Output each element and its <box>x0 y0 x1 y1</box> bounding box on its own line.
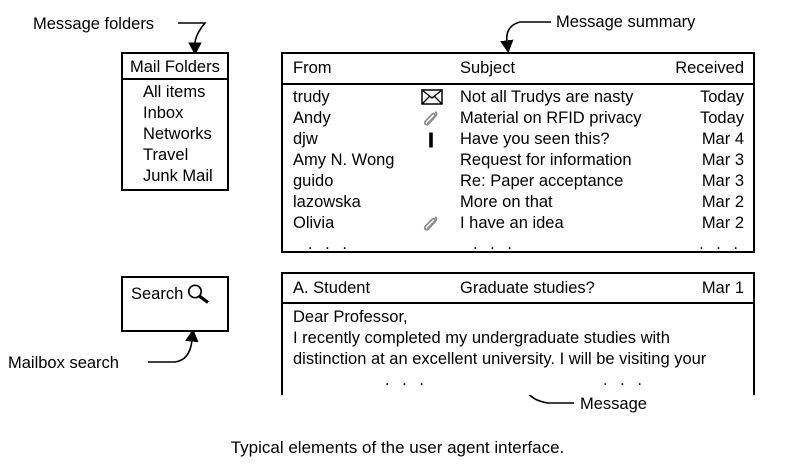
mailbox-search-panel[interactable]: Search <box>121 276 229 332</box>
ellipsis-subject: . . . <box>473 235 516 253</box>
message-body-line: I recently completed my undergraduate st… <box>293 329 670 347</box>
cell-subject: Have you seen this? <box>460 130 610 148</box>
message-received: Mar 1 <box>701 279 744 297</box>
annotation-label-message: Message <box>580 395 647 413</box>
cell-received: Mar 2 <box>701 214 744 232</box>
cell-from: Olivia <box>293 214 335 232</box>
paperclip-icon <box>423 216 438 231</box>
cell-received: Mar 4 <box>701 130 744 148</box>
cell-received: Today <box>699 109 744 127</box>
message-panel: A. Student Graduate studies? Mar 1 Dear … <box>281 272 755 395</box>
mail-folders-list: All items Inbox Networks Travel Junk Mai… <box>123 80 227 187</box>
cell-from: trudy <box>293 88 330 106</box>
cell-icon <box>421 171 461 192</box>
cell-received: Mar 2 <box>701 193 744 211</box>
cell-icon <box>421 192 461 213</box>
column-header-from[interactable]: From <box>293 59 332 77</box>
priority-icon <box>429 132 433 148</box>
paperclip-icon <box>423 111 438 126</box>
cell-icon <box>421 129 461 150</box>
table-row[interactable]: guido Re: Paper acceptance Mar 3 <box>283 171 753 192</box>
cell-received: Mar 3 <box>701 172 744 190</box>
cell-subject: Request for information <box>460 151 632 169</box>
cell-subject: I have an idea <box>460 214 564 232</box>
cell-from: djw <box>293 130 318 148</box>
folder-item-networks[interactable]: Networks <box>143 125 212 143</box>
folder-item-travel[interactable]: Travel <box>143 146 189 164</box>
table-row[interactable]: lazowska More on that Mar 2 <box>283 192 753 213</box>
summary-header-row: From Subject Received <box>283 54 753 85</box>
message-subject: Graduate studies? <box>460 279 595 297</box>
message-summary-panel: From Subject Received trudy Not all Trud… <box>281 52 755 253</box>
table-row[interactable]: djw Have you seen this? Mar 4 <box>283 129 753 150</box>
folder-item-inbox[interactable]: Inbox <box>143 104 184 122</box>
message-body-ellipsis-row: . . . . . . <box>293 370 753 392</box>
ellipsis-received: . . . <box>699 235 742 253</box>
cell-subject: Re: Paper acceptance <box>460 172 624 190</box>
cell-icon <box>421 150 461 171</box>
cell-received: Mar 3 <box>701 151 744 169</box>
envelope-icon <box>421 89 443 105</box>
cell-subject: Material on RFID privacy <box>460 109 642 127</box>
cell-from: Amy N. Wong <box>293 151 395 169</box>
table-row-ellipsis: . . . . . . . . . <box>283 234 753 256</box>
leader-mailbox-search <box>148 328 199 363</box>
mail-folders-title: Mail Folders <box>123 54 227 80</box>
annotation-label-message-summary: Message summary <box>556 13 696 31</box>
message-from: A. Student <box>293 279 371 297</box>
folder-item-junk-mail[interactable]: Junk Mail <box>143 167 213 185</box>
cell-from: Andy <box>293 109 331 127</box>
column-header-received[interactable]: Received <box>675 59 744 77</box>
table-row[interactable]: trudy Not all Trudys are nasty Today <box>283 87 753 108</box>
leader-message-folders <box>178 22 207 56</box>
annotation-label-message-folders: Message folders <box>33 15 155 33</box>
search-label: Search <box>131 285 184 303</box>
search-control[interactable]: Search <box>123 278 227 305</box>
message-body-line: Dear Professor, <box>293 308 408 326</box>
magnifier-icon[interactable] <box>184 283 214 305</box>
folder-item-all-items[interactable]: All items <box>143 83 206 101</box>
column-header-subject[interactable]: Subject <box>460 59 516 77</box>
ellipsis-right: . . . <box>603 371 646 389</box>
ellipsis-from: . . . <box>308 235 351 253</box>
cell-subject: More on that <box>460 193 553 211</box>
figure-caption: Typical elements of the user agent inter… <box>230 438 565 457</box>
cell-subject: Not all Trudys are nasty <box>460 88 634 106</box>
cell-icon <box>421 87 461 108</box>
table-row[interactable]: Olivia I have an idea Mar 2 <box>283 213 753 234</box>
cell-from: lazowska <box>293 193 361 211</box>
message-body: Dear Professor, I recently completed my … <box>283 304 753 392</box>
message-body-line: distinction at an excellent university. … <box>293 350 707 368</box>
annotation-label-mailbox-search: Mailbox search <box>8 354 119 372</box>
table-row[interactable]: Amy N. Wong Request for information Mar … <box>283 150 753 171</box>
message-header-row: A. Student Graduate studies? Mar 1 <box>283 274 753 304</box>
summary-row-list: trudy Not all Trudys are nasty Today And… <box>283 85 753 256</box>
table-row[interactable]: Andy Material on RFID privacy Today <box>283 108 753 129</box>
cell-icon <box>421 108 461 129</box>
ellipsis-left: . . . <box>385 371 428 389</box>
cell-received: Today <box>699 88 744 106</box>
cell-from: guido <box>293 172 334 190</box>
mail-folders-panel: Mail Folders All items Inbox Networks Tr… <box>121 52 229 191</box>
cell-icon <box>421 213 461 234</box>
leader-message-summary <box>500 21 551 54</box>
